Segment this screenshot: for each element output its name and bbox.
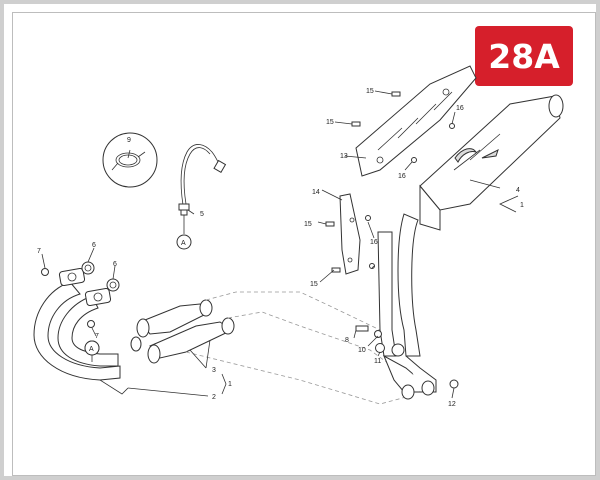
callout-15: 15 xyxy=(366,88,374,95)
callout-16: 16 xyxy=(398,173,406,180)
callout-4: 4 xyxy=(516,187,520,194)
callout-10: 10 xyxy=(358,347,366,354)
diagram-inner-border xyxy=(12,12,596,476)
callout-6: 6 xyxy=(92,242,96,249)
callout-12: 12 xyxy=(448,401,456,408)
reference-a-header xyxy=(84,340,100,362)
callout-8: 8 xyxy=(345,337,349,344)
heat-shield-large xyxy=(355,65,477,177)
callout-2: 2 xyxy=(212,394,216,401)
callout-15: 15 xyxy=(326,119,334,126)
callout-16: 16 xyxy=(370,239,378,246)
connection-lines xyxy=(185,291,411,405)
callout-15: 15 xyxy=(310,281,318,288)
page-number-badge: 28A xyxy=(475,26,573,86)
callout-6: 6 xyxy=(113,261,117,268)
heat-shield-small xyxy=(339,193,361,275)
callout-14: 14 xyxy=(312,189,320,196)
lambda-sensor xyxy=(176,144,227,250)
callout-3: 3 xyxy=(212,367,216,374)
callout-7: 7 xyxy=(37,248,41,255)
callout-13: 13 xyxy=(340,153,348,160)
reference-a: A xyxy=(89,346,94,353)
callout-1: 1 xyxy=(228,381,232,388)
callout-7: 7 xyxy=(95,333,99,340)
rear-silencer xyxy=(377,94,564,400)
callout-16: 16 xyxy=(456,105,464,112)
callout-5: 5 xyxy=(200,211,204,218)
mid-silencer-pipes xyxy=(130,299,235,364)
leader-lines xyxy=(41,90,519,399)
reference-a: A xyxy=(181,240,186,247)
callout-1: 1 xyxy=(520,202,524,209)
callout-11: 11 xyxy=(374,358,381,365)
bolts-and-spacers xyxy=(325,91,455,357)
callout-15: 15 xyxy=(304,221,312,228)
gaskets-and-nuts xyxy=(41,261,120,328)
callout-9: 9 xyxy=(127,137,131,144)
clamp-detail xyxy=(102,132,158,188)
